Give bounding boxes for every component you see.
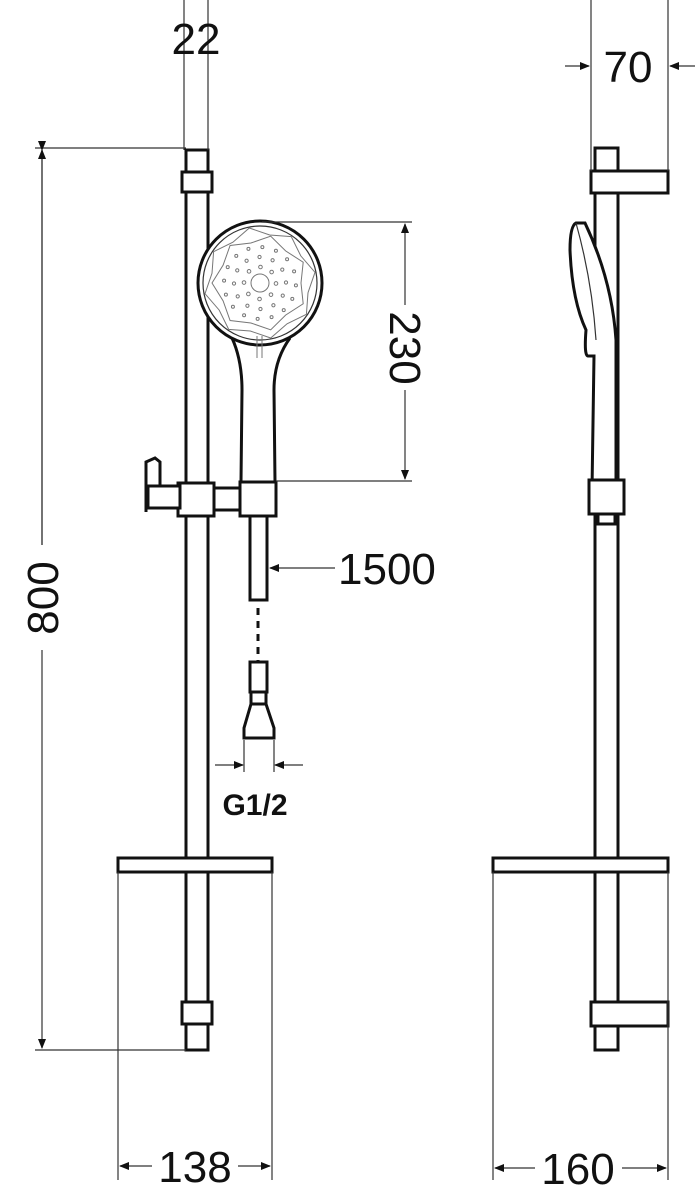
head-holder bbox=[238, 480, 278, 518]
dim-rail-length: 800 bbox=[19, 561, 68, 634]
hand-shower-head bbox=[196, 219, 324, 347]
spray-mark bbox=[234, 253, 239, 258]
spray-mark bbox=[242, 313, 247, 318]
spray-mark bbox=[280, 293, 285, 298]
spray-mark bbox=[241, 280, 247, 285]
spray-mark bbox=[250, 273, 270, 293]
spray-mark bbox=[235, 268, 240, 273]
spray-mark bbox=[223, 292, 228, 297]
spray-mark bbox=[283, 280, 289, 285]
rail bbox=[184, 148, 210, 1052]
spray-mark bbox=[271, 303, 276, 308]
spray-mark bbox=[273, 281, 279, 286]
side-view: 70 160 bbox=[491, 0, 695, 1194]
side-bottom-bracket bbox=[589, 1000, 670, 1028]
spray-mark bbox=[246, 246, 251, 251]
spray-mark bbox=[222, 278, 227, 283]
spray-mark bbox=[225, 265, 230, 270]
spray-mark bbox=[281, 308, 286, 313]
spray-mark bbox=[270, 258, 275, 263]
dim-head-length: 230 bbox=[380, 311, 429, 384]
spray-mark bbox=[255, 316, 260, 321]
spray-mark bbox=[260, 245, 265, 250]
spray-mark bbox=[258, 306, 263, 312]
spray-mark bbox=[290, 296, 295, 301]
spray-mark bbox=[246, 269, 252, 274]
dim-shelf-depth: 160 bbox=[541, 1145, 614, 1194]
dim-bracket-depth: 70 bbox=[604, 43, 653, 92]
spray-mark bbox=[257, 254, 262, 260]
spray-mark bbox=[231, 281, 237, 286]
spray-pattern bbox=[204, 227, 316, 339]
spray-mark bbox=[292, 269, 297, 274]
hose-bottom bbox=[248, 660, 269, 694]
slider-arm bbox=[212, 486, 244, 512]
shelf-front bbox=[116, 856, 274, 874]
spray-mark bbox=[246, 291, 251, 297]
hose-nut bbox=[242, 702, 276, 740]
side-nut bbox=[587, 478, 626, 516]
spray-mark bbox=[244, 258, 249, 263]
dim-thread: G1/2 bbox=[222, 789, 287, 822]
side-hand-shower bbox=[568, 221, 618, 492]
spray-mark bbox=[235, 294, 240, 299]
spray-mark bbox=[258, 264, 263, 270]
front-view: 22 800 230 1500 G1/2 138 bbox=[19, 0, 436, 1192]
spray-mark bbox=[269, 269, 274, 275]
hose-top bbox=[248, 514, 269, 602]
spray-mark bbox=[293, 283, 298, 288]
spray-mark bbox=[285, 257, 290, 262]
bottom-cap bbox=[180, 1000, 214, 1026]
spray-mark bbox=[269, 315, 274, 320]
dim-rail-width: 22 bbox=[172, 15, 221, 64]
side-shelf bbox=[491, 856, 670, 874]
spray-mark bbox=[273, 248, 278, 253]
spray-mark bbox=[245, 303, 250, 308]
top-cap bbox=[180, 170, 214, 194]
spray-mark bbox=[257, 296, 262, 302]
spray-mark bbox=[211, 235, 304, 331]
spray-mark bbox=[204, 227, 316, 339]
side-top-bracket bbox=[589, 169, 670, 195]
slider-clamp bbox=[176, 481, 216, 518]
spray-mark bbox=[280, 267, 285, 272]
hand-shower-handle bbox=[230, 337, 292, 484]
dim-hose-length: 1500 bbox=[338, 545, 436, 594]
dim-shelf-width: 138 bbox=[158, 1143, 231, 1192]
spray-mark bbox=[268, 292, 274, 297]
spray-mark bbox=[230, 304, 235, 309]
